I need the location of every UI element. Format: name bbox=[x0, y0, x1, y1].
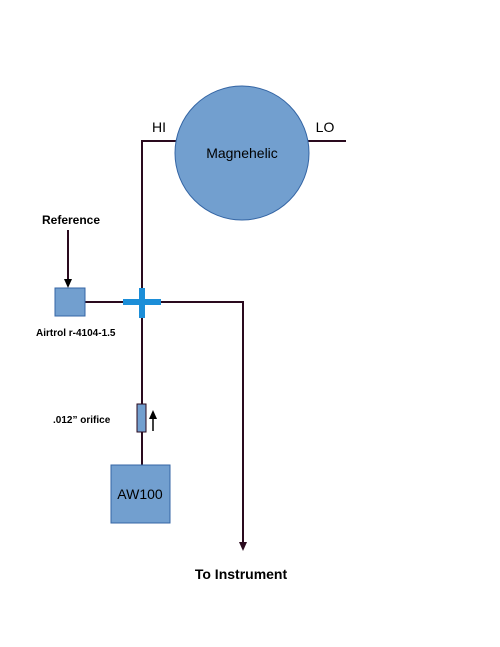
gauge-label: Magnehelic bbox=[206, 145, 278, 161]
instrument-label: To Instrument bbox=[195, 566, 288, 582]
cross-fitting bbox=[123, 288, 161, 318]
lo-label: LO bbox=[316, 119, 335, 135]
magnehelic-gauge bbox=[174, 85, 310, 221]
instrument-tube bbox=[142, 301, 244, 545]
hi-label: HI bbox=[152, 119, 166, 135]
tubing bbox=[67, 140, 346, 545]
aw100-label: AW100 bbox=[117, 486, 163, 502]
aw100-unit bbox=[110, 464, 171, 524]
hi-tube bbox=[141, 140, 176, 302]
down-arrow-icon bbox=[239, 542, 247, 551]
reference-label: Reference bbox=[42, 213, 100, 227]
down-arrow-icon bbox=[64, 279, 72, 288]
airtrol-regulator bbox=[54, 287, 86, 317]
orifice-label: .012” orifice bbox=[53, 415, 111, 426]
up-arrow-icon bbox=[149, 410, 157, 419]
airtrol-label: Airtrol r-4104-1.5 bbox=[36, 328, 116, 339]
orifice bbox=[136, 403, 147, 433]
